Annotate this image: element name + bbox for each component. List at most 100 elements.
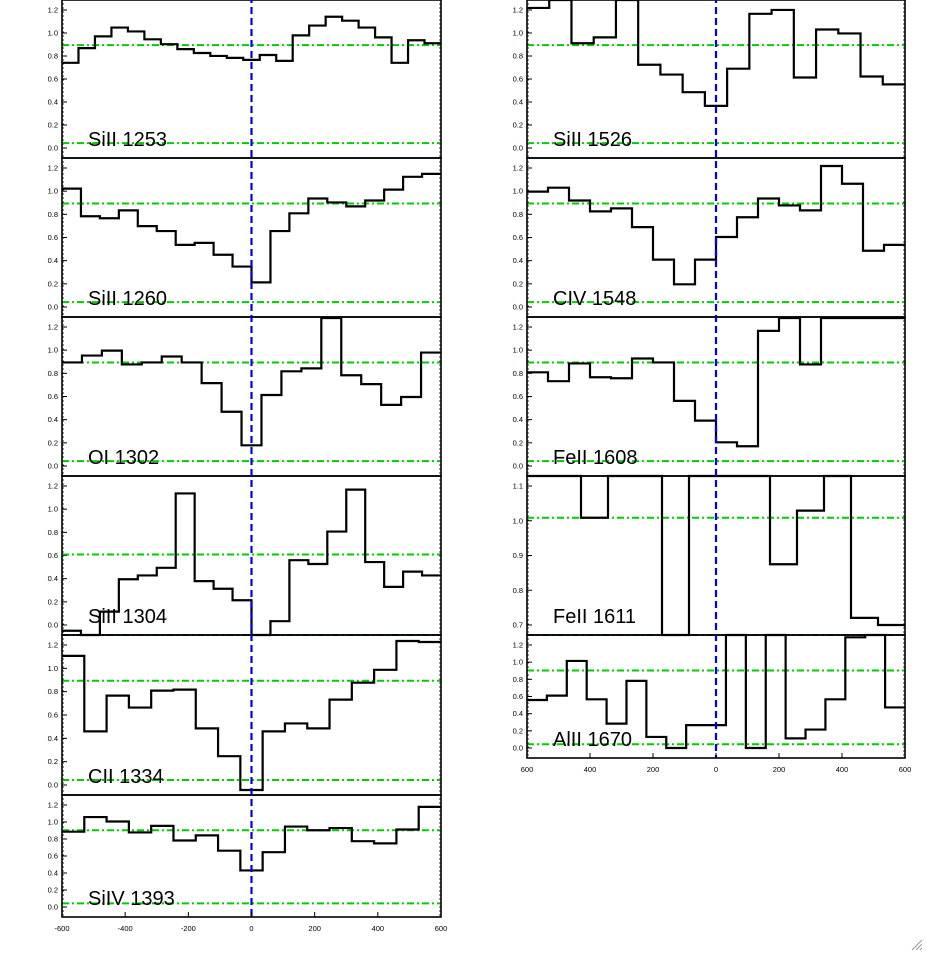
x-tick-label: 400 (584, 765, 597, 774)
y-tick-label: 0.0 (48, 462, 58, 471)
y-tick-label: 1.0 (48, 29, 58, 38)
y-tick-label: 0.4 (48, 574, 58, 583)
y-tick-label: 0.8 (48, 369, 58, 378)
y-tick-label: 0.0 (48, 303, 58, 312)
y-tick-label: 0.9 (513, 551, 523, 560)
y-tick-label: 1.2 (48, 164, 58, 173)
y-tick-label: 1.0 (513, 29, 523, 38)
y-tick-label: 0.8 (513, 52, 523, 61)
y-tick-label: 1.0 (48, 505, 58, 514)
x-tick-label: 600 (521, 765, 534, 774)
ion-label: SiII 1260 (88, 288, 167, 310)
y-tick-label: 0.8 (48, 687, 58, 696)
y-tick-label: 0.2 (513, 726, 523, 735)
y-tick-label: 1.0 (48, 187, 58, 196)
x-tick-label: 0 (249, 924, 253, 933)
y-tick-label: 0.4 (513, 256, 523, 265)
y-tick-label: 0.4 (513, 709, 523, 718)
ion-label: CII 1334 (88, 766, 164, 788)
y-tick-label: 0.6 (513, 75, 523, 84)
y-tick-label: 0.4 (48, 869, 58, 878)
y-tick-label: 0.4 (48, 734, 58, 743)
y-tick-label: 0.8 (513, 675, 523, 684)
y-tick-label: 1.2 (513, 641, 523, 650)
y-tick-label: 1.0 (513, 187, 523, 196)
x-tick-label: -600 (54, 924, 69, 933)
y-tick-label: 0.6 (48, 551, 58, 560)
ion-label: SiII 1526 (553, 129, 632, 151)
y-tick-label: 0.4 (513, 98, 523, 107)
ion-label: FeII 1611 (553, 606, 636, 628)
spectrum-step-line (527, 0, 905, 107)
y-tick-label: 0.7 (513, 621, 523, 630)
y-tick-label: 0.2 (48, 757, 58, 766)
y-tick-label: 0.8 (513, 369, 523, 378)
spectrum-step-line (62, 15, 441, 64)
ion-label: CIV 1548 (553, 288, 636, 310)
x-tick-label: 400 (836, 765, 849, 774)
y-tick-label: 0.2 (513, 438, 523, 447)
y-tick-label: 1.2 (513, 164, 523, 173)
y-tick-label: 1.1 (513, 482, 523, 491)
resize-grip-icon[interactable] (911, 939, 923, 951)
ion-label: OI 1302 (88, 447, 159, 469)
y-tick-label: 0.8 (513, 210, 523, 219)
x-tick-label: -200 (181, 924, 196, 933)
y-tick-label: 0.2 (513, 121, 523, 130)
y-tick-label: 1.0 (48, 664, 58, 673)
y-tick-label: 0.8 (48, 835, 58, 844)
y-tick-label: 1.0 (513, 346, 523, 355)
y-tick-label: 1.2 (513, 323, 523, 332)
y-tick-label: 1.2 (48, 482, 58, 491)
x-tick-label: 200 (647, 765, 660, 774)
x-tick-label: 400 (372, 924, 385, 933)
y-tick-label: 0.6 (513, 692, 523, 701)
x-tick-label: 200 (308, 924, 321, 933)
y-tick-label: 0.0 (48, 144, 58, 153)
x-tick-label: 600 (899, 765, 912, 774)
y-tick-label: 0.0 (48, 903, 58, 912)
y-tick-label: 0.6 (48, 392, 58, 401)
y-tick-label: 0.0 (513, 144, 523, 153)
y-tick-label: 0.2 (48, 886, 58, 895)
y-tick-label: 0.0 (48, 781, 58, 790)
y-tick-label: 1.0 (48, 346, 58, 355)
y-tick-label: 0.2 (48, 279, 58, 288)
ion-label: SiII 1253 (88, 129, 167, 151)
spectrum-step-line (62, 316, 441, 447)
y-tick-label: 0.8 (48, 52, 58, 61)
y-tick-label: 1.2 (513, 6, 523, 15)
y-tick-label: 0.0 (513, 744, 523, 753)
y-tick-label: 0.2 (513, 279, 523, 288)
y-tick-label: 1.0 (48, 818, 58, 827)
y-tick-label: 0.6 (513, 392, 523, 401)
y-tick-label: 0.8 (513, 586, 523, 595)
y-tick-label: 0.8 (48, 210, 58, 219)
ion-label: AlII 1670 (553, 729, 632, 751)
x-tick-label: 0 (714, 765, 718, 774)
y-tick-label: 1.2 (48, 801, 58, 810)
y-tick-label: 0.4 (513, 415, 523, 424)
spectrum-step-line (527, 316, 905, 448)
x-tick-label: 600 (435, 924, 448, 933)
y-tick-label: 0.2 (48, 597, 58, 606)
y-tick-label: 0.4 (48, 98, 58, 107)
y-tick-label: 0.4 (48, 256, 58, 265)
y-tick-label: 0.2 (48, 438, 58, 447)
y-tick-label: 0.6 (48, 75, 58, 84)
ion-label: SiIV 1393 (88, 888, 175, 910)
y-tick-label: 1.2 (48, 6, 58, 15)
spectrum-step-line (527, 164, 905, 286)
